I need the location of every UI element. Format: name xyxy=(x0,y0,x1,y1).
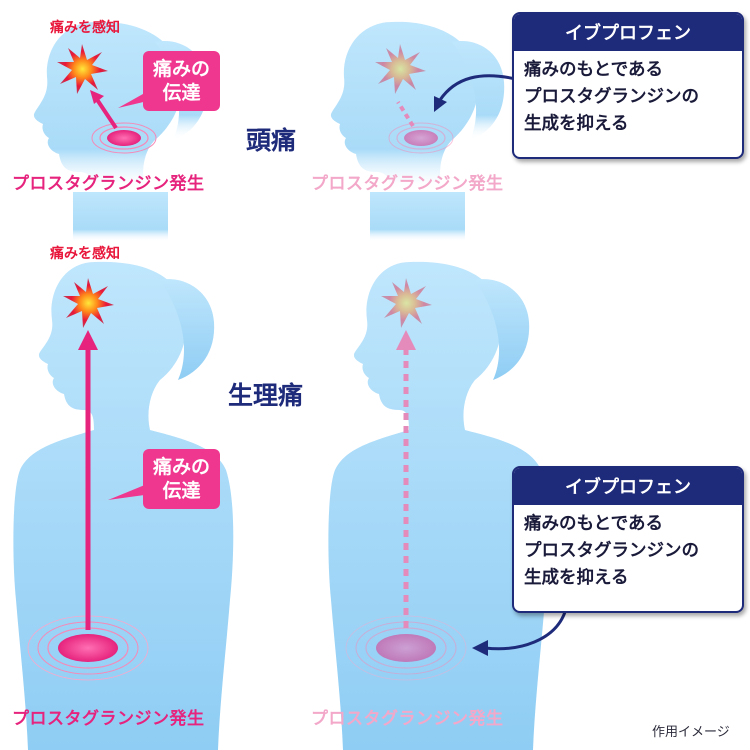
head-silhouette-left xyxy=(33,21,208,242)
prostaglandin-label-top-left: プロスタグランジン発生 xyxy=(12,174,205,194)
prostaglandin-label-top-right: プロスタグランジン発生 xyxy=(311,174,504,194)
pain-transmission-line-2: 伝達 xyxy=(162,82,201,104)
pain-transmission-line-1: 痛みの xyxy=(153,456,211,478)
pain-transmission-bubble-top: 痛みの 伝達 xyxy=(143,51,221,111)
body-silhouette-right xyxy=(328,261,549,750)
ibuprofen-box-top: イブプロフェン 痛みのもとである プロスタグランジンの 生成を抑える xyxy=(512,12,744,159)
pain-transmission-line-2: 伝達 xyxy=(162,480,201,502)
ibuprofen-arrow-top xyxy=(438,74,521,101)
pain-burst-right xyxy=(375,44,426,94)
ibuprofen-arrowhead-top xyxy=(434,96,447,112)
body-silhouette-left xyxy=(13,261,234,750)
pain-source-left xyxy=(91,122,157,154)
pain-burst-body-left xyxy=(63,278,114,328)
pain-source-right xyxy=(388,122,454,154)
ibuprofen-title: イブプロフェン xyxy=(514,468,742,505)
bubble-tail-body-left xyxy=(108,482,152,500)
ibuprofen-line-2: プロスタグランジンの xyxy=(524,87,699,107)
pain-sensed-label-bottom: 痛みを感知 xyxy=(50,246,120,262)
ibuprofen-title: イブプロフェン xyxy=(514,14,742,51)
pain-transmission-line-1: 痛みの xyxy=(153,58,211,80)
pain-arrowhead-body-right xyxy=(396,330,416,350)
ibuprofen-arrow-bottom xyxy=(484,611,567,651)
action-image-footnote: 作用イメージ xyxy=(652,725,730,740)
ibuprofen-line-3: 生成を抑える xyxy=(524,114,629,134)
pain-transmission-bubble-bottom: 痛みの 伝達 xyxy=(143,449,221,509)
ibuprofen-line-3: 生成を抑える xyxy=(524,568,629,588)
pain-burst-body-right xyxy=(381,278,432,328)
ibuprofen-line-1: 痛みのもとである xyxy=(524,60,663,80)
pain-arrowhead-body-left xyxy=(78,330,98,350)
ibuprofen-line-1: 痛みのもとである xyxy=(524,514,663,534)
pain-arrow-left xyxy=(94,96,118,130)
prostaglandin-label-bottom-left: プロスタグランジン発生 xyxy=(12,709,205,729)
head-silhouette-right xyxy=(330,21,505,242)
prostaglandin-label-bottom-right: プロスタグランジン発生 xyxy=(311,709,504,729)
headache-label: 頭痛 xyxy=(246,126,297,155)
ibuprofen-line-2: プロスタグランジンの xyxy=(524,541,699,561)
pain-arrow-right-dashed xyxy=(396,100,415,128)
pain-sensed-label-top: 痛みを感知 xyxy=(50,20,120,36)
period-pain-label: 生理痛 xyxy=(228,381,304,410)
pain-burst-left xyxy=(57,44,108,94)
pain-arrowhead-left xyxy=(90,90,104,104)
ibuprofen-box-bottom: イブプロフェン 痛みのもとである プロスタグランジンの 生成を抑える xyxy=(512,466,744,613)
ibuprofen-arrowhead-bottom xyxy=(472,640,488,656)
